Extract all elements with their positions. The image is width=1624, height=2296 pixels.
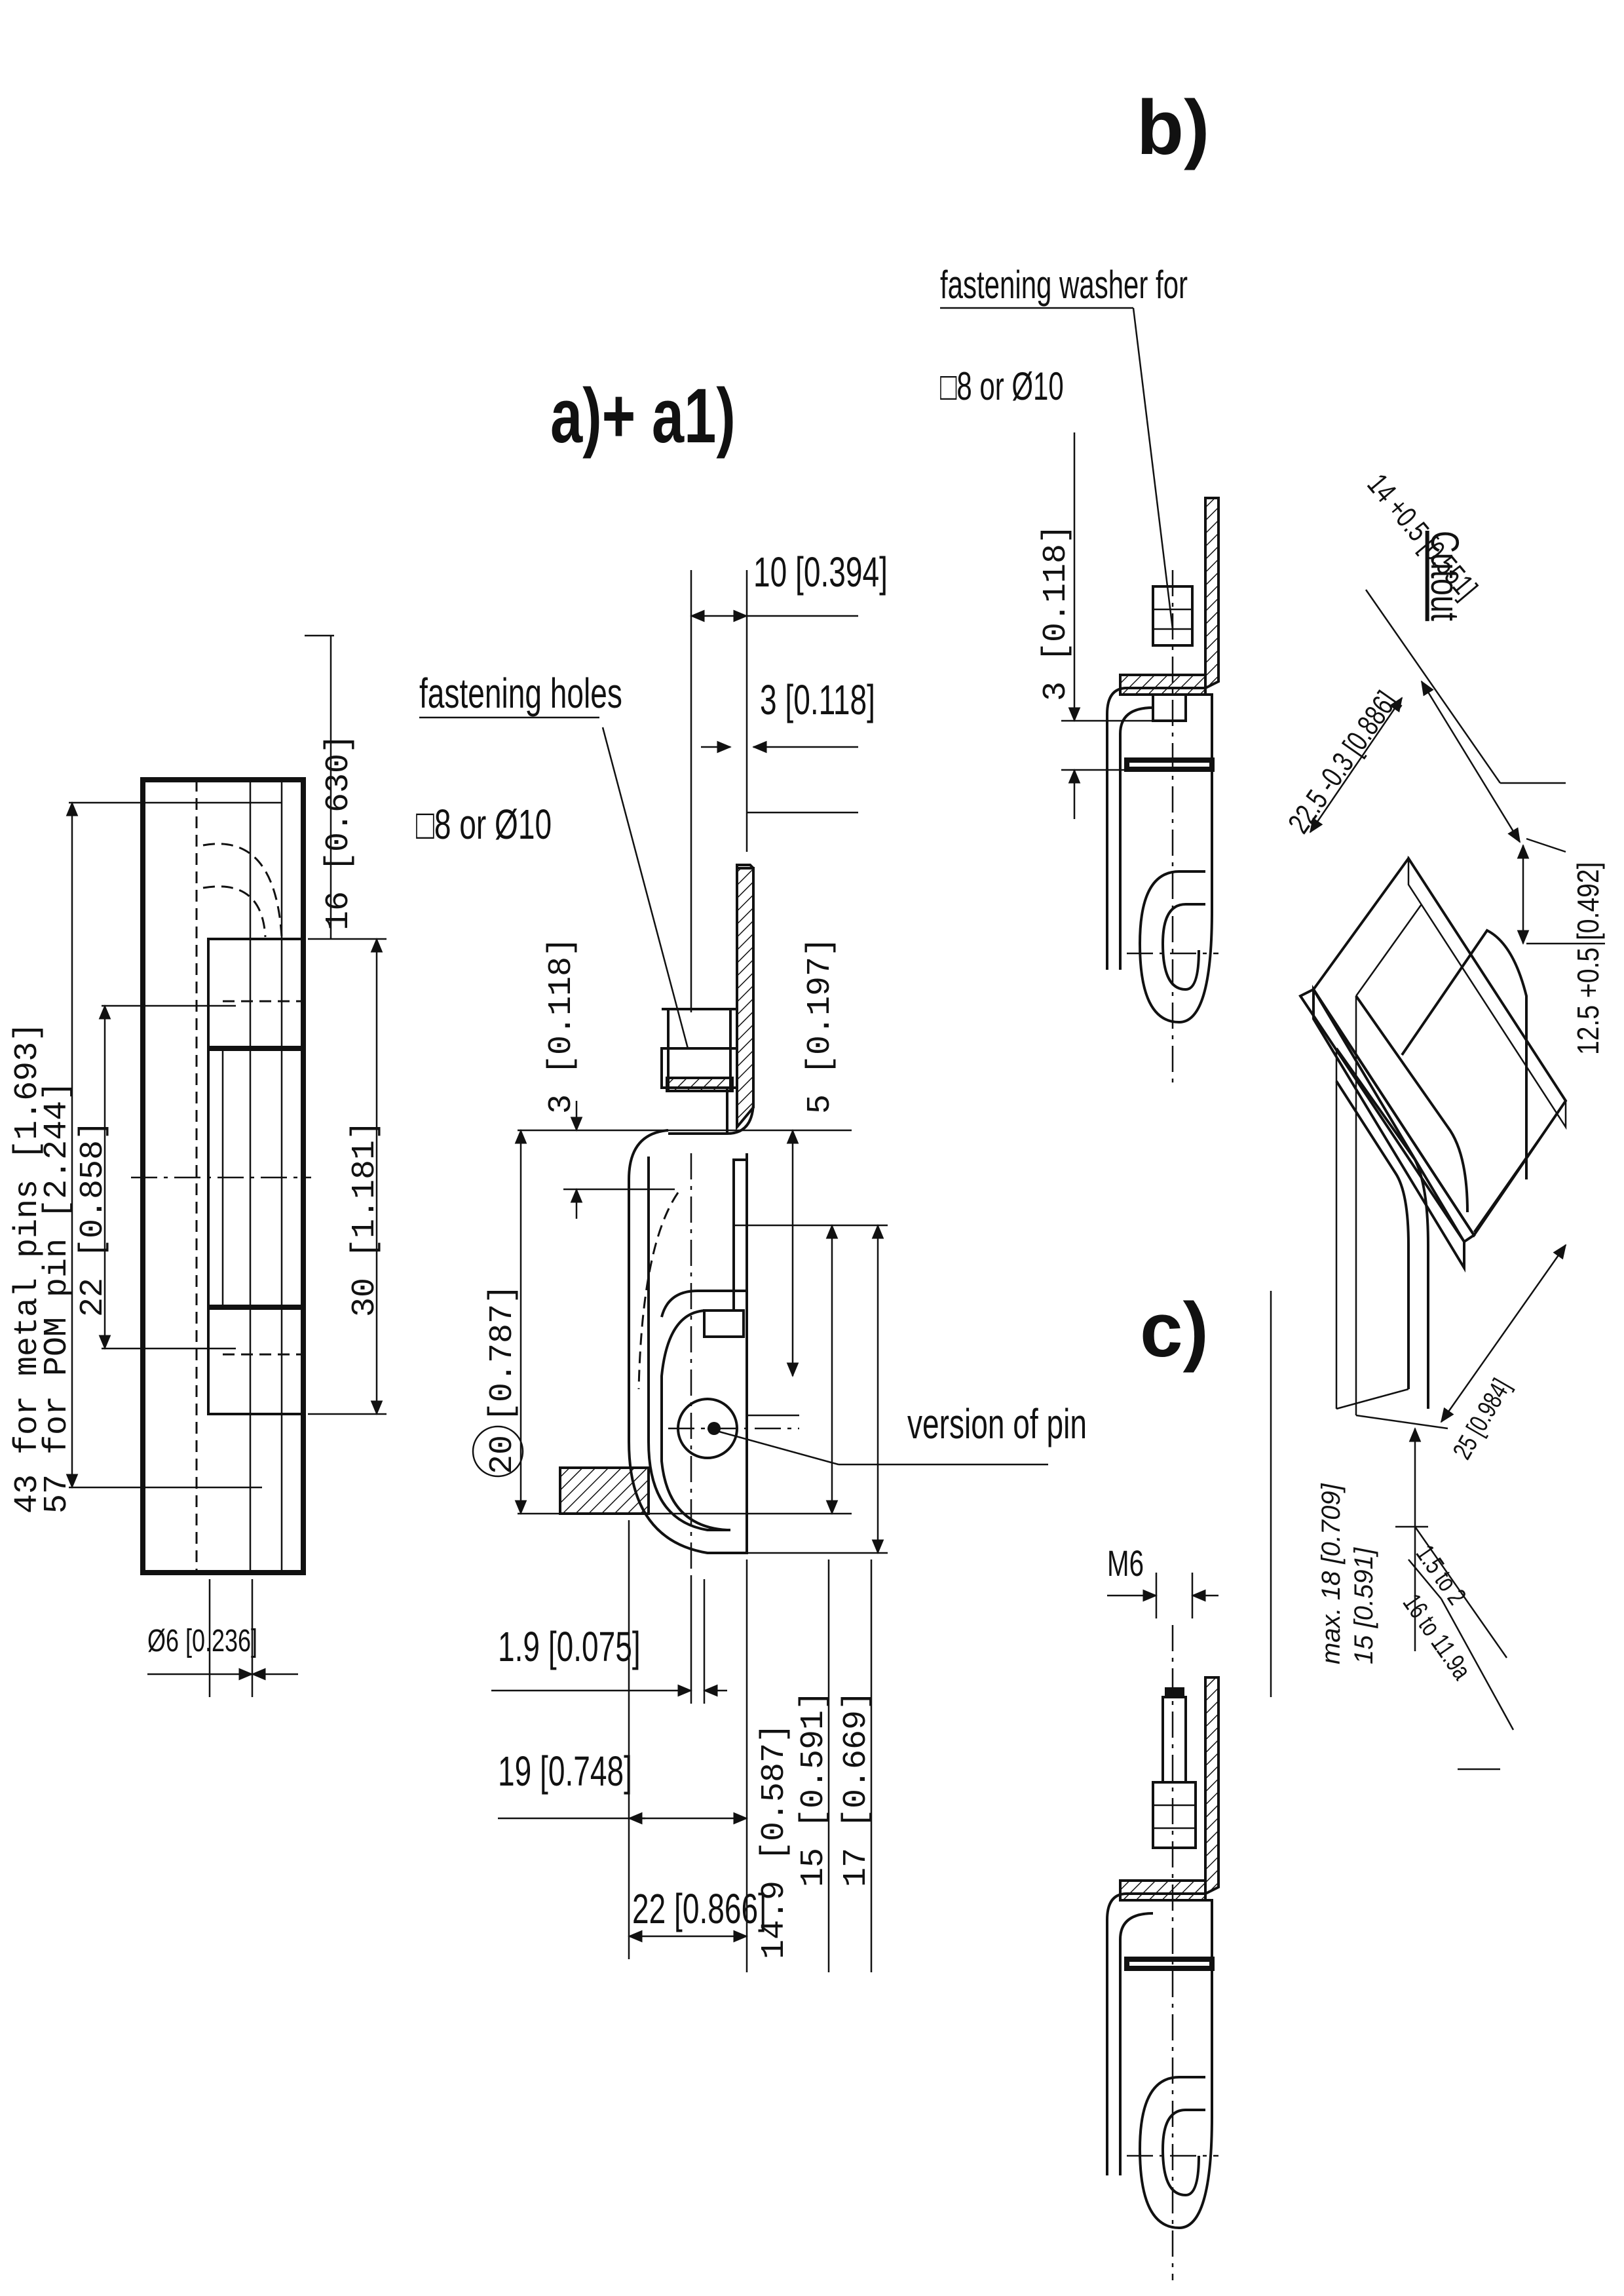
label-fastening-washer: fastening washer for — [940, 263, 1188, 307]
label-fastening-holes-size: □8 or Ø10 — [416, 801, 552, 848]
title-view-c: c) — [1140, 1287, 1209, 1373]
label-fastening-washer-size: □8 or Ø10 — [940, 364, 1064, 408]
dim-16-left: 16 [0.630] — [320, 734, 358, 930]
dim-16-cutout: 16 to 11.9a — [1397, 1589, 1477, 1685]
circled-20 — [472, 1425, 524, 1478]
dim-3-b: 3 [0.118] — [1038, 524, 1075, 701]
dim-3-a-top: 3 [0.118] — [760, 677, 875, 723]
dim-12-5-cutout: 12.5 +0.5 [0.492] — [1572, 862, 1606, 1055]
left-side-view — [66, 634, 387, 1697]
dim-22-left: 22 [0.858] — [75, 1120, 112, 1317]
dim-pins-metal: 43 for metal pins [1.693] — [9, 1022, 47, 1514]
view-c-section — [1106, 1573, 1220, 2280]
cutout-view — [1270, 589, 1605, 1770]
dim-25-cutout: 25 [0.984] — [1448, 1374, 1517, 1464]
dim-max18-cutout: max. 18 [0.709] — [1317, 1483, 1346, 1664]
dim-10-a: 10 [0.394] — [753, 549, 888, 596]
view-b-section — [940, 307, 1220, 1088]
title-view-b: b) — [1137, 85, 1209, 171]
label-cutout: Cutout — [1423, 531, 1467, 621]
label-version-of-pin: version of pin — [907, 1401, 1087, 1447]
dim-15-a: 15 [0.591] — [795, 1691, 833, 1887]
dim-1-9-a: 1.9 [0.075] — [498, 1624, 641, 1670]
dim-5-a: 5 [0.197] — [802, 937, 839, 1114]
circled-20-text: 20 — [484, 1435, 521, 1474]
title-view-a: a)+ a1) — [550, 373, 736, 459]
dim-15-cutout: 15 [0.591] — [1350, 1547, 1378, 1664]
dim-30-left: 30 [1.181] — [347, 1120, 384, 1317]
dim-17-a: 17 [0.669] — [838, 1691, 875, 1887]
dim-22-a: 22 [0.866] — [632, 1886, 766, 1932]
dim-d6: Ø6 [0.236] — [147, 1623, 257, 1658]
label-m6: M6 — [1107, 1544, 1144, 1584]
dim-20-a: [0.787] — [484, 1284, 521, 1422]
view-a-section — [491, 570, 1048, 1972]
label-fastening-holes: fastening holes — [419, 670, 622, 717]
dim-14-9-a: 14.9 [0.587] — [756, 1723, 793, 1959]
dim-3-a-vertical: 3 [0.118] — [543, 937, 580, 1114]
dim-22-5-cutout: 22.5 -0.3 [0.886] — [1281, 685, 1404, 839]
dim-pins-pom: 57 for POM pin [2.244] — [39, 1081, 76, 1514]
dim-19-a: 19 [0.748] — [498, 1748, 632, 1795]
